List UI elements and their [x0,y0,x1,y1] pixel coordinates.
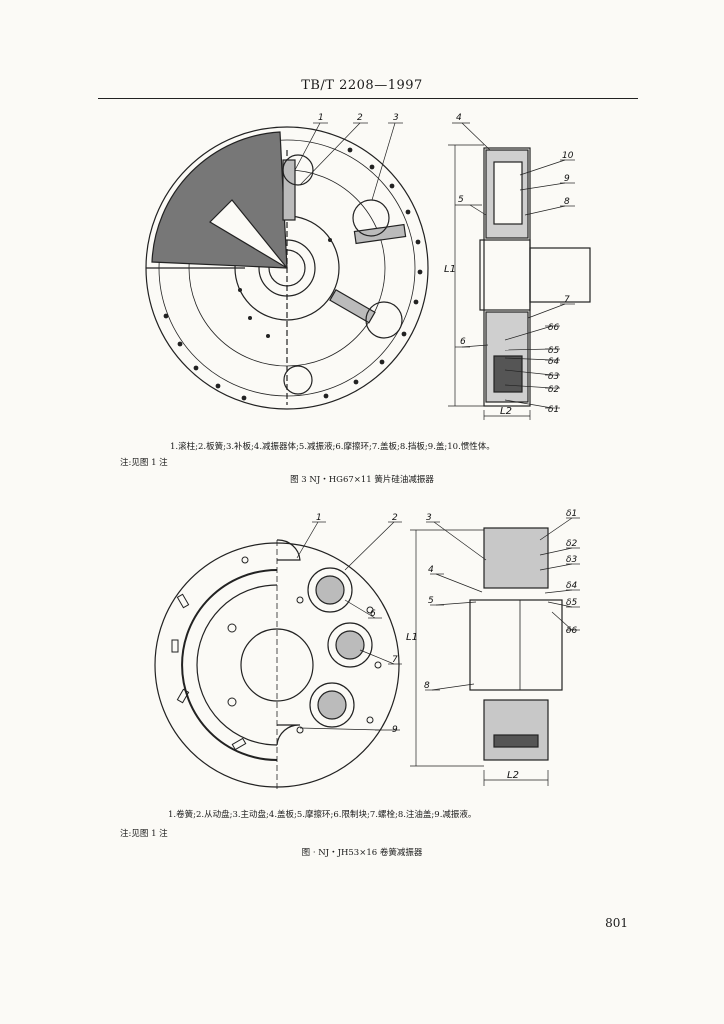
page-number: 801 [605,916,628,930]
top-label-8: 8 [564,197,570,207]
bottom-label-8: 8 [424,681,430,691]
figure-bottom-drawing: 1 2 6 7 9 L1 L2 3 4 5 8 δ1 δ2 δ3 δ4 δ5 δ… [154,509,580,790]
top-label-3: 3 [393,113,399,123]
bottom-label-d5: δ5 [566,598,578,608]
bottom-label-1: 1 [316,513,322,523]
top-side-leaders [452,122,575,409]
bottom-label-2: 2 [392,513,398,523]
bottom-label-d1: δ1 [566,509,577,519]
top-figure-note: 注:见图 1 注 [120,458,168,468]
bottom-figure-caption: 图 · NJ・JH53×16 卷簧减振器 [301,848,423,858]
top-figure-caption: 图 3 NJ・HG67×11 簧片硅油减振器 [290,475,434,485]
bottom-label-9: 9 [392,725,398,735]
top-rim-holes [163,147,423,401]
top-label-10: 10 [562,151,574,161]
top-label-4: 4 [456,113,462,123]
bottom-label-4: 4 [428,565,434,575]
top-label-d1: δ1 [548,405,559,415]
top-label-2: 2 [357,113,363,123]
bottom-figure-legend: 1.卷簧;2.从动盘;3.主动盘;4.盖板;5.摩擦环;6.限制块;7.螺栓;8… [168,810,477,820]
top-label-6: 6 [460,337,466,347]
top-figure-legend: 1.滚柱;2.板簧;3.补板;4.减振器体;5.减振液;6.摩擦环;7.盖板;8… [170,442,495,452]
figure-top-drawing: 1 2 3 L1 L2 4 5 6 7 8 [145,113,591,420]
bottom-label-d6: δ6 [566,626,578,636]
top-dim-l1: L1 [444,264,456,275]
bottom-front-view [154,539,400,790]
top-dim-l2: L2 [500,406,512,417]
top-side-view [479,147,591,407]
bottom-front-leaders [296,521,402,731]
bottom-dim-l2: L2 [507,770,519,781]
bottom-side-leaders [425,517,580,691]
bottom-dim-l1: L1 [406,632,418,643]
bottom-dimension-lines [410,529,549,786]
bottom-label-5: 5 [428,596,434,606]
top-label-d6: δ6 [548,323,560,333]
bottom-side-view [469,527,563,761]
top-label-d3: δ3 [548,372,560,382]
top-label-5: 5 [458,195,464,205]
top-label-1: 1 [318,113,324,123]
top-label-9: 9 [564,174,570,184]
standard-number-header: TB/T 2208—1997 [301,78,423,93]
bottom-label-6: 6 [370,609,376,619]
bottom-label-d2: δ2 [566,539,578,549]
top-label-d5: δ5 [548,346,560,356]
bottom-label-d4: δ4 [566,581,578,591]
bottom-label-7: 7 [392,655,398,665]
bottom-front-holes [171,556,382,751]
top-label-d2: δ2 [548,385,560,395]
top-dimension-lines [448,144,531,420]
top-front-leaders [294,122,403,201]
bottom-figure-note: 注:见图 1 注 [120,829,168,839]
top-label-d4: δ4 [548,357,560,367]
bottom-label-3: 3 [426,513,432,523]
bottom-label-d3: δ3 [566,555,578,565]
top-front-view [145,126,429,410]
header-rule [98,98,638,99]
top-label-7: 7 [564,295,570,305]
